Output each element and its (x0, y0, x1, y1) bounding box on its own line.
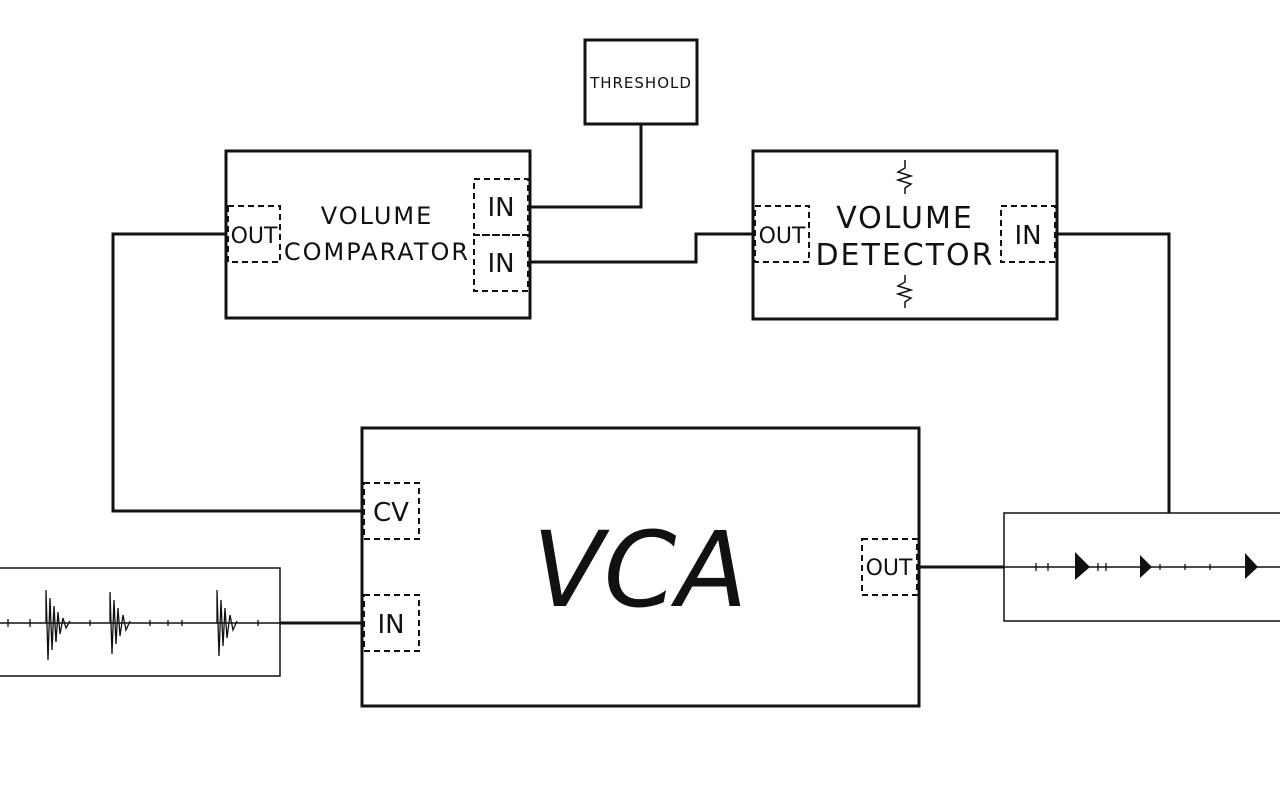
input-waveform-ticks (7, 619, 259, 627)
comparator-in-port-1: IN (473, 178, 529, 236)
wire-detector-in-from-output (1057, 232, 1171, 513)
vca-out-port: OUT (861, 538, 918, 596)
detector-bottom-symbol-icon (895, 275, 914, 308)
input-waveform-hit-2 (109, 591, 131, 655)
comparator-in-1-label: IN (487, 193, 514, 223)
output-waveform-ticks (1035, 563, 1211, 571)
volume-comparator-block: VOLUME COMPARATOR OUT IN IN (224, 149, 532, 320)
detector-in-port: IN (1000, 205, 1056, 263)
comparator-out-label: OUT (231, 224, 278, 249)
output-waveform-hit-1 (1075, 552, 1090, 580)
detector-out-label: OUT (759, 224, 806, 249)
input-waveform-hit-1 (45, 589, 71, 661)
vca-out-label: OUT (866, 556, 913, 581)
wire-comparator-out-to-vca-cv (111, 232, 362, 513)
output-waveform-hit-3 (1245, 553, 1258, 579)
input-waveform-hit-3 (216, 589, 238, 657)
comparator-in-2-label: IN (487, 249, 514, 279)
comparator-label-line2: COMPARATOR (284, 238, 470, 266)
vca-cv-label: CV (373, 498, 409, 528)
output-waveform-panel (1003, 512, 1280, 622)
detector-top-symbol-icon (895, 160, 914, 194)
vca-cv-port: CV (363, 482, 420, 540)
detector-label-line2: DETECTOR (815, 238, 994, 273)
wire-detector-out-to-comparator-in (530, 232, 753, 264)
comparator-out-port: OUT (227, 205, 281, 263)
vca-label: VCA (533, 509, 748, 631)
threshold-label: THRESHOLD (589, 74, 692, 92)
comparator-in-port-2: IN (473, 234, 529, 292)
vca-block: VCA CV IN OUT (360, 426, 921, 708)
wire-threshold-to-comparator (530, 124, 643, 209)
threshold-box: THRESHOLD (583, 38, 699, 126)
detector-in-label: IN (1014, 221, 1041, 251)
vca-in-port: IN (363, 594, 420, 652)
detector-label-line1: VOLUME (836, 201, 974, 236)
input-waveform-panel (0, 567, 281, 677)
output-waveform-hit-2 (1140, 555, 1152, 578)
detector-out-port: OUT (754, 205, 810, 263)
vca-in-label: IN (377, 610, 404, 640)
comparator-label-line1: VOLUME (321, 202, 434, 230)
volume-detector-block: VOLUME DETECTOR OUT IN (751, 149, 1059, 321)
